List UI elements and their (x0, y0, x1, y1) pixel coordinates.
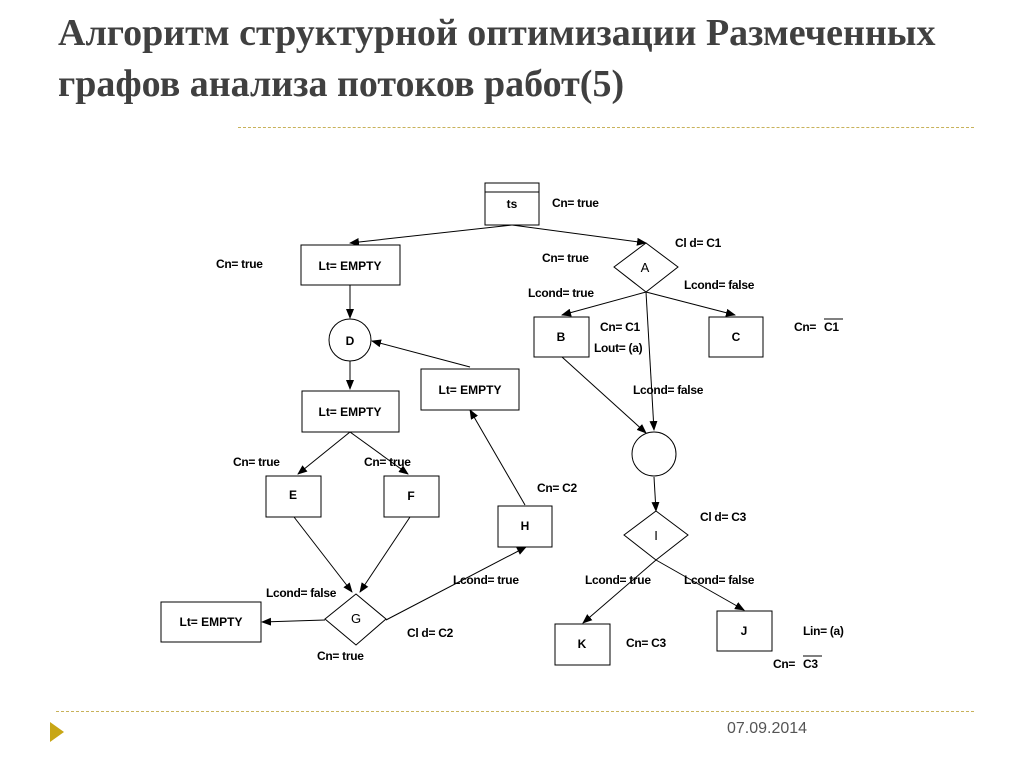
label-lin-a: Lin= (a) (803, 624, 844, 638)
edges (261, 224, 745, 626)
label-cn-c3bar-prefix: Cn= (773, 657, 795, 671)
label-cn-c1bar-value: C1 (824, 320, 839, 334)
edge-b-merge (561, 356, 647, 434)
node-ts-label: ts (507, 197, 518, 211)
label-lcond-false-i: Lcond= false (684, 573, 755, 587)
label-cid-c2: Cl d= C2 (407, 626, 454, 640)
title-divider (238, 127, 974, 128)
edge-f-g (359, 516, 411, 593)
edge-ts-lt1 (349, 224, 513, 246)
node-a-label: A (641, 260, 650, 275)
label-cn-true-a: Cn= true (542, 251, 589, 265)
edge-e-g (293, 516, 353, 593)
node-i: I (623, 510, 689, 561)
node-lt-empty-1-label: Lt= EMPTY (318, 259, 381, 273)
slide-bullet-icon (50, 722, 64, 742)
node-f-label: F (407, 489, 414, 503)
node-lt-empty-3-label: Lt= EMPTY (438, 383, 501, 397)
label-cn-true-e: Cn= true (233, 455, 280, 469)
edge-g-lt4 (261, 617, 326, 626)
node-k: K (554, 623, 611, 666)
node-lt-empty-2-label: Lt= EMPTY (318, 405, 381, 419)
label-lcond-false-mid: Lcond= false (633, 383, 704, 397)
node-merge (631, 431, 677, 477)
edge-lt3-d (371, 339, 471, 368)
node-lt-empty-4: Lt= EMPTY (160, 601, 262, 643)
footer-divider (56, 711, 974, 712)
label-cn-c1bar: Cn= C1 (794, 318, 843, 334)
label-cn-c3bar-value: C3 (803, 657, 818, 671)
edge-a-b (561, 291, 647, 317)
node-d: D (328, 318, 372, 362)
node-f: F (383, 475, 440, 518)
node-a: A (613, 242, 679, 293)
node-d-label: D (346, 334, 355, 348)
label-cn-true-g: Cn= true (317, 649, 364, 663)
label-cn-true-ts: Cn= true (552, 196, 599, 210)
node-j-label: J (741, 624, 748, 638)
label-lcond-false-a: Lcond= false (684, 278, 755, 292)
node-c: C (708, 316, 764, 358)
node-lt-empty-2: Lt= EMPTY (301, 390, 400, 433)
slide-title: Алгоритм структурной оптимизации Размече… (58, 12, 936, 105)
label-lcond-true-h: Lcond= true (453, 573, 519, 587)
node-g-label: G (351, 611, 361, 626)
edge-i-k (582, 559, 657, 624)
annotations: Cn= true Cl d= C1 Cn= true Cn= true Lcon… (216, 196, 844, 671)
label-cn-c3bar: Cn= C3 (773, 655, 822, 671)
node-b: B (533, 316, 590, 358)
edge-h-lt3 (469, 409, 526, 506)
label-cid-c1: Cl d= C1 (675, 236, 722, 250)
node-e: E (265, 475, 322, 518)
node-lt-empty-3: Lt= EMPTY (420, 368, 520, 411)
edge-lt2-f (349, 431, 409, 475)
edge-a-merge (645, 291, 658, 431)
label-cn-true-f: Cn= true (364, 455, 411, 469)
node-k-label: K (578, 637, 587, 651)
node-g: G (324, 593, 387, 646)
slide-date: 07.09.2014 (727, 720, 808, 737)
node-lt-empty-4-label: Lt= EMPTY (179, 615, 242, 629)
node-h: H (497, 505, 553, 548)
node-j: J (716, 610, 773, 652)
label-cn-c1-b: Cn= C1 (600, 320, 641, 334)
label-cn-c2: Cn= C2 (537, 481, 578, 495)
label-lout-a: Lout= (a) (594, 341, 643, 355)
edge-i-j (655, 559, 745, 611)
node-i-label: I (654, 528, 658, 543)
edge-a-c (645, 291, 736, 317)
label-cid-c3: Cl d= C3 (700, 510, 747, 524)
label-lcond-true-a: Lcond= true (528, 286, 594, 300)
edge-lt2-e (297, 431, 351, 475)
node-lt-empty-1: Lt= EMPTY (300, 244, 401, 286)
node-b-label: B (557, 330, 566, 344)
label-cn-c1bar-prefix: Cn= (794, 320, 816, 334)
node-ts: ts (484, 182, 540, 226)
edge-ts-a (511, 224, 647, 246)
edge-g-h (385, 546, 527, 621)
node-e-label: E (289, 488, 297, 502)
node-c-label: C (732, 330, 741, 344)
edge-merge-i (651, 476, 660, 512)
label-cn-true-left: Cn= true (216, 257, 263, 271)
label-lcond-false-g: Lcond= false (266, 586, 337, 600)
label-lcond-true-i: Lcond= true (585, 573, 651, 587)
node-h-label: H (521, 519, 530, 533)
label-cn-c3-k: Cn= C3 (626, 636, 667, 650)
